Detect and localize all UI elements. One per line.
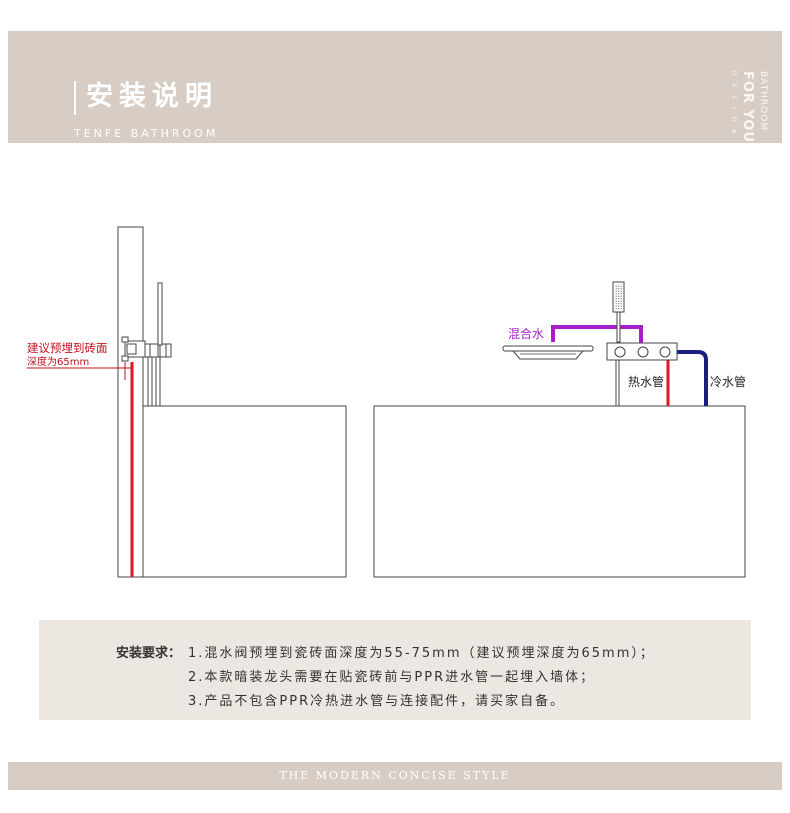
- brand-motto: THE MODERN CONCISE STYLE: [74, 142, 302, 156]
- depth-note-line2: 深度为65mm: [27, 355, 89, 368]
- pipe-mixed: [551, 325, 643, 346]
- handheld-shower-side: [157, 282, 163, 346]
- cold-pipe-label: 冷水管: [710, 374, 746, 389]
- flow-knob: [659, 346, 671, 358]
- tub-left: [142, 405, 347, 578]
- page-title: 安装说明: [86, 81, 218, 112]
- shower-tray: [502, 345, 594, 352]
- temperature-knob: [637, 346, 649, 358]
- side-view: 建议预埋到砖面 深度为65mm: [27, 226, 347, 578]
- diverter-knob: [614, 346, 626, 358]
- note-item-2: 2.本款暗装龙头需要在贴瓷砖前与PPR进水管一起埋入墙体；: [188, 670, 596, 685]
- pipe-cold: [670, 350, 708, 406]
- footer-bar: THE MODERN CONCISE STYLE: [8, 762, 782, 790]
- note-item-3: 3.产品不包含PPR冷热进水管与连接配件，请买家自备。: [188, 694, 566, 709]
- hot-pipe-label: 热水管: [628, 374, 664, 389]
- footer-text: THE MODERN CONCISE STYLE: [279, 769, 511, 782]
- title-divider: [74, 81, 76, 115]
- brand-name: TENFE BATHROOM: [74, 127, 219, 140]
- installation-notes: 安装要求： 1.混水阀预埋到瓷砖面深度为55-75mm（建议预埋深度为65mm）…: [39, 620, 751, 720]
- front-view: 混合水 热水管 冷水管: [373, 281, 746, 578]
- note-item-1: 1.混水阀预埋到瓷砖面深度为55-75mm（建议预埋深度为65mm）；: [188, 646, 655, 661]
- tub-right: [373, 405, 746, 578]
- depth-note-line1: 建议预埋到砖面: [27, 341, 108, 355]
- mixed-water-label: 混合水: [508, 326, 544, 341]
- notes-label: 安装要求：: [116, 646, 182, 661]
- valve-body-side: [124, 340, 146, 358]
